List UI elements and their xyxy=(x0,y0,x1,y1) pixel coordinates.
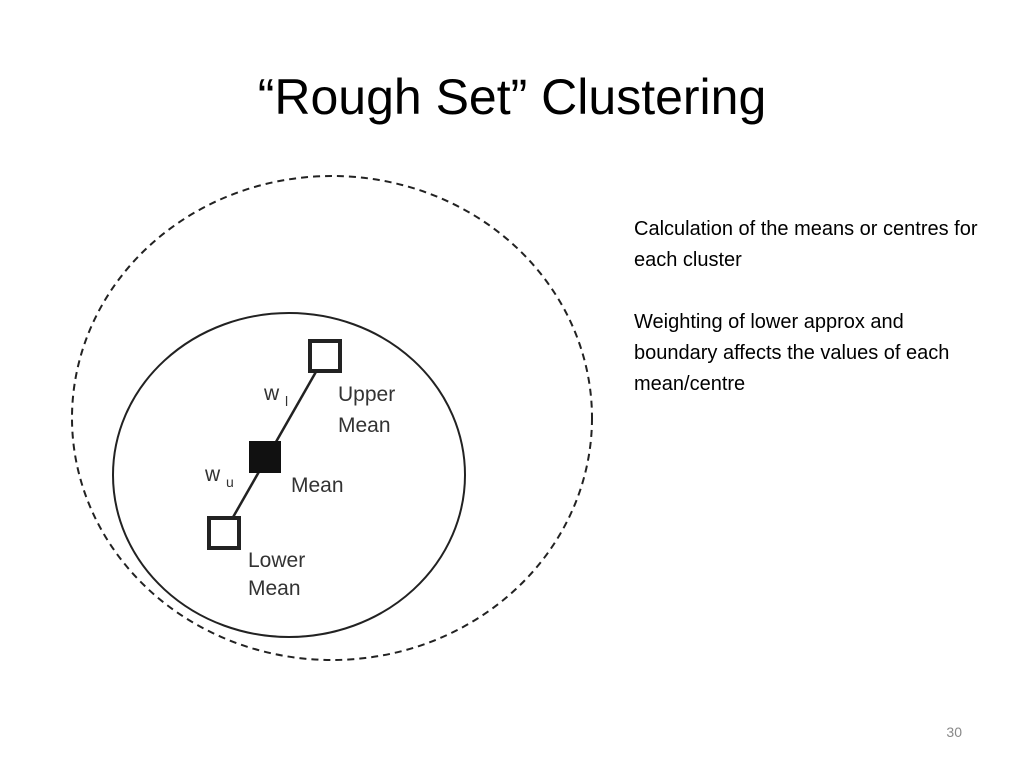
slide-title: “Rough Set” Clustering xyxy=(257,69,767,125)
weight-lower-subscript: l xyxy=(285,393,288,409)
slide-number: 30 xyxy=(946,724,962,740)
mean-label: Mean xyxy=(291,474,344,497)
lower-mean-marker xyxy=(207,516,241,550)
weight-upper-subscript: u xyxy=(226,474,234,490)
weight-lower-label: w l xyxy=(263,382,288,409)
lower-approximation-boundary xyxy=(112,312,466,638)
upper-mean-label-line1: Upper xyxy=(338,383,395,406)
mean-marker xyxy=(249,441,281,473)
note-weighting: Weighting of lower approx and boundary a… xyxy=(634,311,950,395)
upper-approximation-boundary xyxy=(71,175,593,661)
lower-mean-label-line1: Lower xyxy=(248,549,305,572)
weight-lower-base: w xyxy=(263,382,280,405)
upper-mean-label-line2: Mean xyxy=(338,414,391,437)
note-means-calculation: Calculation of the means or centres for … xyxy=(634,218,978,271)
weight-upper-label: w u xyxy=(204,463,234,490)
upper-mean-marker xyxy=(308,339,342,373)
lower-mean-label-line2: Mean xyxy=(248,577,301,600)
slide-notes: Calculation of the means or centres for … xyxy=(634,214,984,431)
weight-upper-base: w xyxy=(204,463,221,486)
